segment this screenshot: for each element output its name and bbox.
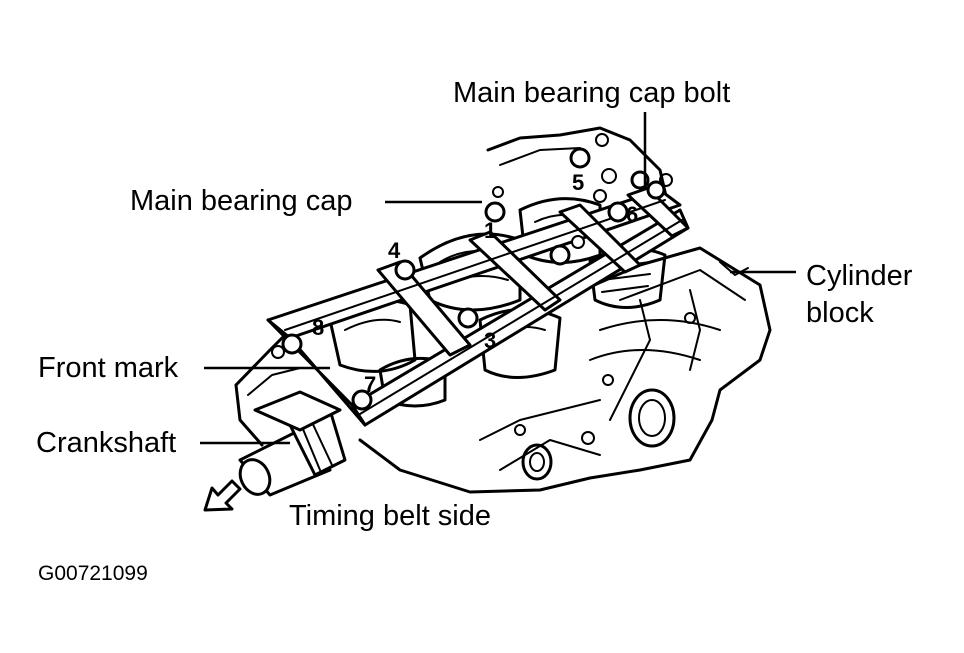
cap-number: 7 — [364, 372, 376, 397]
leader-lines — [200, 112, 796, 445]
figure-code: G00721099 — [38, 562, 148, 585]
label-front-mark: Front mark — [38, 352, 179, 384]
label-cylinder-block-line1: Cylinder — [806, 260, 913, 292]
cylinder-block-drawing — [234, 126, 772, 494]
main-bearing-cap-bridge — [266, 186, 690, 427]
cap-number: 5 — [572, 170, 584, 195]
cap-number: 1 — [484, 218, 496, 243]
cap-number: 8 — [312, 315, 324, 340]
label-cylinder-block-line2: block — [806, 297, 874, 329]
label-main-bearing-cap-bolt: Main bearing cap bolt — [453, 77, 730, 109]
label-timing-belt-side: Timing belt side — [289, 500, 491, 532]
cap-number: 3 — [484, 328, 496, 353]
label-main-bearing-cap: Main bearing cap — [130, 185, 352, 217]
arrow-down-left-icon — [203, 479, 242, 512]
label-crankshaft: Crankshaft — [36, 427, 176, 459]
main-bearing-cap-bolts — [271, 147, 666, 411]
cap-number-markings: 1 3 4 5 6 7 8 — [312, 170, 638, 397]
cap-number: 6 — [626, 202, 638, 227]
crankshaft-snout — [238, 390, 347, 497]
cap-number: 4 — [388, 238, 401, 263]
